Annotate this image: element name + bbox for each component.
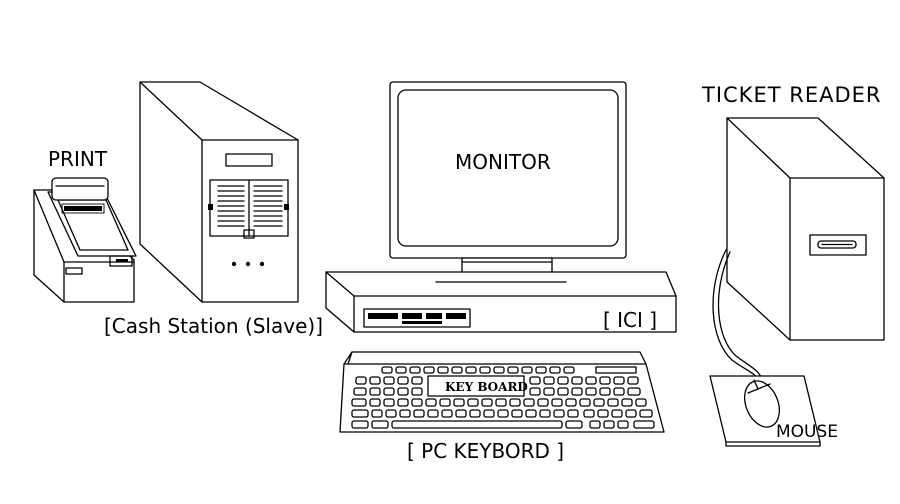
receipt-printer-icon [33,177,137,303]
vent-slots [217,185,283,227]
keyboard-icon [339,351,665,433]
keyboard-plate-label: KEY BOARD [445,380,528,394]
desktop-base-unit-icon [325,271,677,333]
keyboard-keys [351,366,655,429]
ici-label: [ ICI ] [603,308,657,332]
print-label: PRINT [48,147,108,171]
ticket-reader-label: TICKET READER [701,83,881,107]
mouse-icon [709,249,821,447]
crt-monitor-icon [389,81,627,285]
pc-tower-icon [139,81,299,303]
mouse-label: MOUSE [776,422,838,442]
ticket-reader-box-icon [726,117,885,341]
pc-keyboard-label: [ PC KEYBORD ] [407,439,564,463]
monitor-label: MONITOR [455,150,551,174]
cash-station-label: [Cash Station (Slave)] [104,314,323,338]
